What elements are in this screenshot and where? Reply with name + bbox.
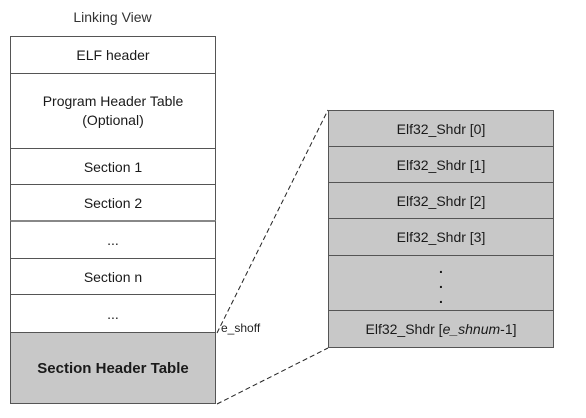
shdr-0-box: Elf32_Shdr [0] [328, 110, 554, 147]
shdr-2-label: Elf32_Shdr [2] [396, 192, 486, 209]
shdr-last-label: Elf32_Shdr [e_shnum-1] [366, 321, 517, 337]
section-n-box: Section n [10, 258, 216, 295]
section-n-label: Section n [83, 268, 143, 285]
program-header-table-box: Program Header Table (Optional) [10, 73, 216, 149]
section-2-label: Section 2 [83, 194, 143, 211]
dashed-connector-top [216, 109, 329, 334]
vertical-dot-2: . [439, 274, 443, 291]
shdr-last-suffix: -1] [500, 321, 517, 337]
shdr-1-label: Elf32_Shdr [1] [396, 156, 486, 173]
ellipsis-label-1: ... [107, 232, 119, 248]
shdr-0-label: Elf32_Shdr [0] [396, 120, 486, 137]
program-header-table-label: Program Header Table [42, 93, 184, 109]
e-shoff-label: e_shoff [221, 321, 261, 335]
shdr-last-box: Elf32_Shdr [e_shnum-1] [328, 310, 554, 348]
shdr-2-box: Elf32_Shdr [2] [328, 182, 554, 219]
diagram-title: Linking View [73, 9, 152, 25]
elf-header-label: ELF header [76, 47, 150, 63]
section-1-label: Section 1 [83, 158, 143, 175]
shdr-last-prefix: Elf32_Shdr [ [365, 321, 443, 337]
program-header-optional-label: (Optional) [82, 112, 144, 128]
shdr-3-box: Elf32_Shdr [3] [328, 218, 554, 256]
vertical-dot-3: . [439, 289, 443, 306]
ellipsis-box-2: ... [10, 294, 216, 333]
shdr-last-var: e_shnum [442, 321, 501, 337]
shdr-vertical-ellipsis-box: . . . [328, 255, 554, 311]
section-header-table-label: Section Header Table [37, 359, 189, 377]
dashed-connector-bottom [216, 347, 329, 405]
section-1-box: Section 1 [10, 148, 216, 185]
section-header-table-box: Section Header Table [10, 332, 216, 404]
ellipsis-box-1: ... [10, 220, 216, 259]
shdr-3-label: Elf32_Shdr [3] [396, 229, 486, 245]
ellipsis-label-2: ... [107, 305, 119, 322]
section-2-box: Section 2 [10, 184, 216, 221]
shdr-1-box: Elf32_Shdr [1] [328, 146, 554, 183]
vertical-dot-1: . [439, 259, 443, 276]
